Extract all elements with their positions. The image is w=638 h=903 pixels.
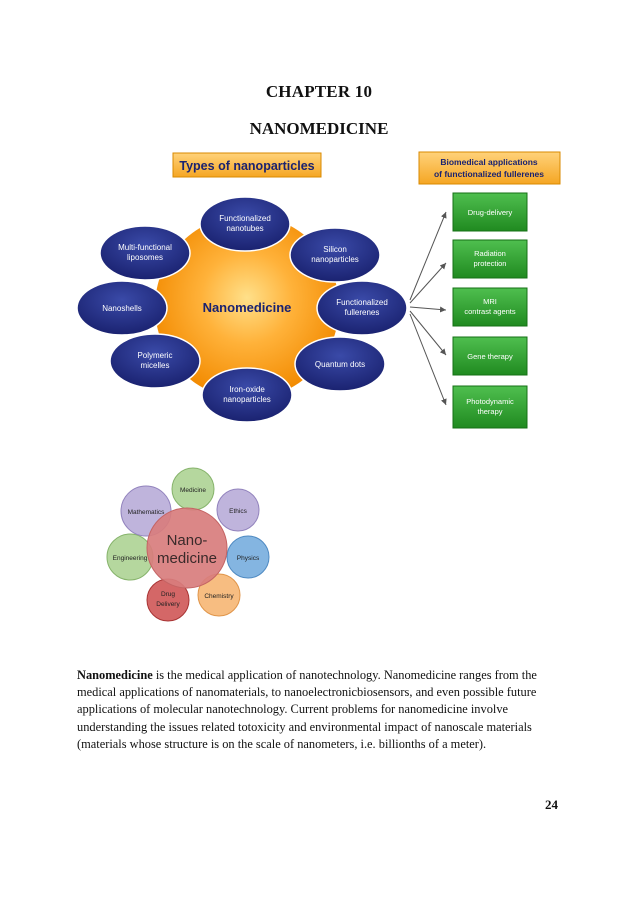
type-node: Silicon nanoparticles xyxy=(289,227,381,283)
type-node: Multi-functional liposomes xyxy=(99,225,191,281)
svg-text:Functionalized: Functionalized xyxy=(219,214,271,223)
svg-text:Silicon: Silicon xyxy=(323,245,347,254)
nano-medicine-core xyxy=(146,507,228,589)
applications-header-line1: Biomedical applications xyxy=(440,157,538,167)
types-header: Types of nanoparticles xyxy=(179,159,314,173)
types-header-box xyxy=(172,152,322,178)
nanomedicine-core-label: Nanomedicine xyxy=(203,300,292,315)
field-label: Chemistry xyxy=(204,593,234,600)
type-node: Polymeric micelles xyxy=(109,333,201,389)
svg-text:Photodynamic: Photodynamic xyxy=(466,397,514,406)
svg-text:liposomes: liposomes xyxy=(127,253,163,262)
svg-text:micelles: micelles xyxy=(141,361,170,370)
application-box: Gene therapy xyxy=(452,336,528,376)
paragraph-text: is the medical application of nanotechno… xyxy=(77,668,537,751)
nanoparticle-types-diagram: Types of nanoparticles Nanomedicine Func… xyxy=(76,151,561,429)
nano-medicine-line1: Nano- xyxy=(167,532,208,549)
page-number: 24 xyxy=(545,797,558,812)
svg-text:therapy: therapy xyxy=(477,407,502,416)
lead-term: Nanomedicine xyxy=(77,668,153,682)
field-label: Drug xyxy=(161,591,175,598)
type-node: Functionalized nanotubes xyxy=(199,196,291,252)
svg-text:contrast agents: contrast agents xyxy=(464,307,516,316)
application-arrows xyxy=(409,211,447,406)
application-box: MRI contrast agents xyxy=(452,287,528,327)
application-box: Radiation protection xyxy=(452,239,528,279)
applications-header-line2: of functionalized fullerenes xyxy=(434,169,544,179)
svg-text:Drug-delivery: Drug-delivery xyxy=(468,208,513,217)
disciplines-diagram: Nano- medicine Medicine Ethics Physics C… xyxy=(106,467,270,622)
svg-text:Functionalized: Functionalized xyxy=(336,298,388,307)
svg-text:Radiation: Radiation xyxy=(474,249,506,258)
field-label: Medicine xyxy=(180,487,206,494)
svg-text:Gene therapy: Gene therapy xyxy=(467,352,513,361)
field-label: Delivery xyxy=(156,601,180,608)
field-circle xyxy=(226,535,270,579)
field-label: Ethics xyxy=(229,508,247,515)
chapter-number: CHAPTER 10 xyxy=(265,82,373,101)
svg-text:Polymeric: Polymeric xyxy=(137,351,172,360)
application-box: Drug-delivery xyxy=(452,192,528,232)
type-node: Functionalized fullerenes xyxy=(316,280,408,336)
svg-text:nanotubes: nanotubes xyxy=(226,224,263,233)
svg-text:Iron-oxide: Iron-oxide xyxy=(229,385,265,394)
type-node: Iron-oxide nanoparticles xyxy=(201,367,293,423)
field-circle xyxy=(197,573,241,617)
svg-text:Nanoshells: Nanoshells xyxy=(102,304,142,313)
nano-medicine-line2: medicine xyxy=(157,550,217,567)
chapter-title: NANOMEDICINE xyxy=(249,119,389,138)
svg-text:nanoparticles: nanoparticles xyxy=(223,395,271,404)
field-label: Mathematics xyxy=(128,509,166,516)
svg-text:Multi-functional: Multi-functional xyxy=(118,243,172,252)
body-paragraph: Nanomedicine is the medical application … xyxy=(77,667,567,753)
application-box: Photodynamic therapy xyxy=(452,385,528,429)
svg-text:MRI: MRI xyxy=(483,297,497,306)
field-circle xyxy=(216,488,260,532)
field-label: Engineering xyxy=(113,555,148,562)
type-node: Quantum dots xyxy=(294,336,386,392)
field-label: Physics xyxy=(237,555,260,562)
applications-header-box xyxy=(418,151,561,185)
type-node: Nanoshells xyxy=(76,280,168,336)
svg-text:fullerenes: fullerenes xyxy=(345,308,380,317)
svg-text:nanoparticles: nanoparticles xyxy=(311,255,359,264)
svg-text:Quantum dots: Quantum dots xyxy=(315,360,365,369)
svg-text:protection: protection xyxy=(474,259,507,268)
